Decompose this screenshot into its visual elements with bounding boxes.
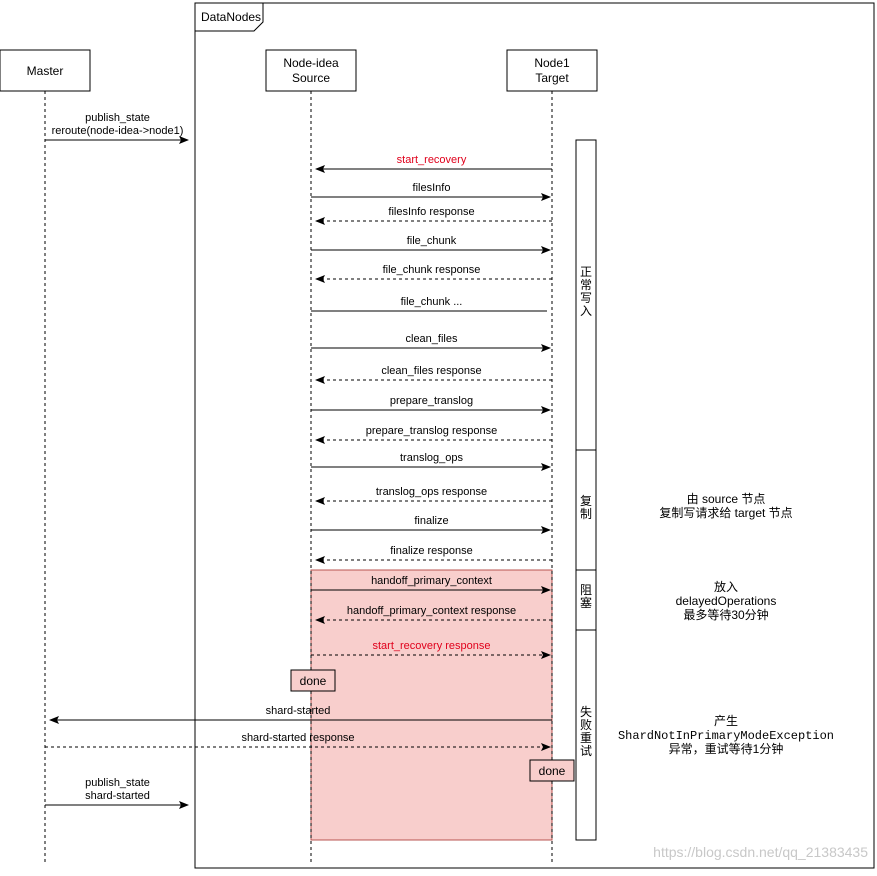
message-publish-reroute-label: publish_state (85, 112, 150, 124)
message-finalize: finalize (311, 515, 551, 534)
message-clean-files-response-label: clean_files response (381, 365, 481, 377)
message-translog-ops-label: translog_ops (400, 452, 463, 464)
source-done: done (290, 669, 336, 692)
message-publish-shard-started-label: publish_state (85, 777, 150, 789)
message-start-recovery: start_recovery (315, 154, 552, 173)
participant-target: Node1 Target (506, 49, 598, 92)
phase-block-label: 阻塞 (580, 583, 592, 610)
message-handoff-primary-context-response: handoff_primary_context response (315, 605, 552, 624)
message-start-recovery-response: start_recovery response (311, 640, 551, 659)
watermark: https://blog.csdn.net/qq_21383435 (653, 844, 868, 860)
message-filesinfo-response: filesInfo response (315, 206, 552, 225)
message-finalize-response-label: finalize response (390, 545, 473, 557)
message-file-chunk-more-label: file_chunk ... (401, 296, 463, 308)
phase-replicate-note: 复制写请求给 target 节点 (659, 506, 792, 520)
message-publish-shard-started-label: shard-started (85, 790, 150, 802)
datanodes-frame-label: DataNodes (201, 10, 261, 24)
message-prepare-translog-response-label: prepare_translog response (366, 425, 497, 437)
message-filesinfo-label: filesInfo (413, 182, 451, 194)
message-translog-ops: translog_ops (311, 452, 551, 471)
phase-bar (575, 139, 597, 841)
datanodes-frame (194, 2, 875, 869)
phase-replicate-label: 复制 (580, 494, 592, 521)
messages: publish_statereroute(node-idea->node1)st… (45, 112, 552, 809)
phase-replicate-note: 由 source 节点 (687, 492, 766, 506)
participant-source: Node-idea Source (265, 49, 357, 92)
message-file-chunk-response: file_chunk response (315, 264, 552, 283)
message-finalize-response: finalize response (315, 545, 552, 564)
datanodes-frame-tab (194, 2, 264, 32)
message-shard-started-label: shard-started (266, 705, 331, 717)
source-done-label: done (300, 674, 327, 688)
message-translog-ops-response: translog_ops response (315, 486, 552, 505)
message-clean-files-response: clean_files response (315, 365, 552, 384)
phase-fail-retry-label: 失败重试 (580, 704, 592, 758)
message-file-chunk-more: file_chunk ... (311, 296, 547, 312)
message-prepare-translog: prepare_translog (311, 395, 551, 414)
phase-block-note: 最多等待30分钟 (683, 607, 768, 622)
phase-fail-retry (575, 629, 597, 841)
message-clean-files-label: clean_files (406, 333, 458, 345)
message-handoff-primary-context-label: handoff_primary_context (371, 575, 492, 587)
message-prepare-translog-response: prepare_translog response (315, 425, 552, 444)
participant-source-role: Source (292, 71, 330, 85)
participant-source-name: Node-idea (283, 56, 339, 70)
message-finalize-label: finalize (414, 515, 448, 527)
target-done-label: done (539, 764, 566, 778)
phase-normal-write-label: 正常写入 (580, 265, 592, 318)
message-start-recovery-label: start_recovery (397, 154, 467, 166)
message-shard-started-response-label: shard-started response (241, 732, 354, 744)
participant-target-role: Target (535, 71, 569, 85)
phase-fail-retry-note: 产生 (714, 714, 738, 728)
phase-block-note: 放入 (714, 579, 738, 594)
message-filesinfo-response-label: filesInfo response (388, 206, 474, 218)
message-file-chunk: file_chunk (311, 235, 551, 254)
message-prepare-translog-label: prepare_translog (390, 395, 473, 407)
message-filesinfo: filesInfo (311, 182, 551, 201)
phase-block-note: delayedOperations (676, 594, 777, 608)
participant-master: Master (0, 49, 91, 92)
participant-master-label: Master (27, 64, 64, 78)
participant-target-name: Node1 (534, 56, 570, 70)
message-shard-started: shard-started (49, 705, 552, 724)
recovery-highlight-region (310, 569, 553, 841)
target-done: done (529, 759, 575, 782)
message-publish-reroute-label: reroute(node-idea->node1) (52, 125, 184, 137)
message-clean-files: clean_files (311, 333, 551, 352)
message-handoff-primary-context: handoff_primary_context (311, 575, 551, 594)
phase-fail-retry-note: ShardNotInPrimaryModeException (618, 729, 834, 743)
message-start-recovery-response-label: start_recovery response (373, 640, 491, 652)
message-shard-started-response: shard-started response (45, 732, 551, 751)
message-file-chunk-label: file_chunk (407, 235, 457, 247)
message-file-chunk-response-label: file_chunk response (383, 264, 481, 276)
message-handoff-primary-context-response-label: handoff_primary_context response (347, 605, 516, 617)
phase-fail-retry-note: 异常，重试等待1分钟 (669, 741, 784, 756)
message-translog-ops-response-label: translog_ops response (376, 486, 487, 498)
